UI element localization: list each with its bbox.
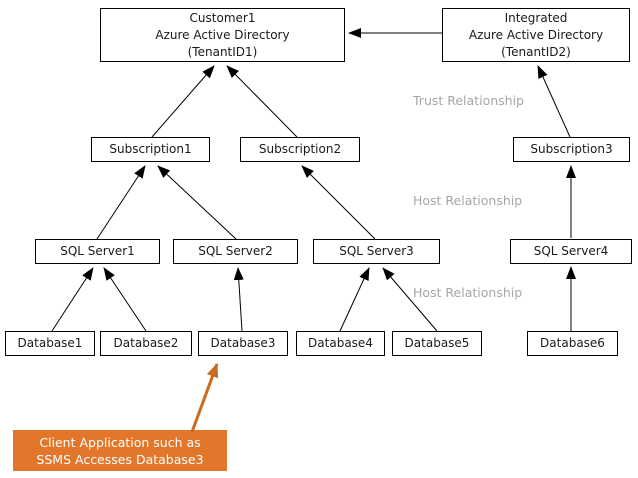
edge-database1-to-sql-server1 (51, 267, 94, 332)
host-relationship-label-lower: Host Relationship (413, 285, 523, 300)
node-line: (TenantID2) (501, 44, 571, 59)
node-sql-server3: SQL Server3 (313, 239, 440, 264)
node-subscription3: Subscription3 (513, 137, 630, 162)
node-line: Azure Active Directory (468, 27, 604, 42)
node-label: Subscription3 (530, 142, 613, 156)
node-line: (TenantID1) (187, 44, 258, 59)
trust-relationship-label: Trust Relationship (413, 93, 524, 108)
edge-database2-to-sql-server1 (103, 267, 147, 332)
node-label: SQL Server1 (60, 244, 135, 258)
callout-client-application: Client Application such as SSMS Accesses… (13, 430, 227, 471)
node-line: Azure Active Directory (155, 27, 290, 42)
edge-subscription3-to-integrated-aad (537, 65, 571, 138)
edge-sql-server3-to-subscription2 (301, 165, 376, 240)
edge-sql-server1-to-subscription1 (96, 165, 146, 240)
callout-line: Client Application such as (39, 434, 201, 450)
node-label: Subscription1 (109, 142, 192, 156)
node-line: Integrated (504, 10, 568, 25)
host-relationship-label-upper: Host Relationship (413, 193, 523, 208)
node-line: Customer1 (189, 10, 256, 25)
node-label: SQL Server4 (533, 244, 609, 258)
node-label: Database3 (210, 336, 276, 350)
node-label: Database2 (113, 336, 179, 350)
node-sql-server1: SQL Server1 (35, 239, 160, 264)
node-label: SQL Server2 (198, 244, 273, 258)
node-subscription1: Subscription1 (91, 137, 210, 162)
edge-database3-to-sql-server2 (233, 267, 244, 332)
node-database4: Database4 (296, 331, 385, 356)
node-subscription2: Subscription2 (240, 137, 360, 162)
node-database3: Database3 (198, 331, 288, 356)
node-label: Database6 (540, 336, 605, 350)
edge-subscription2-to-customer1-aad (226, 65, 298, 138)
node-database1: Database1 (5, 331, 95, 356)
node-database2: Database2 (100, 331, 192, 356)
node-label: Subscription2 (258, 142, 342, 156)
callout-arrow-to-database3 (190, 363, 219, 433)
node-label: Database1 (17, 336, 83, 350)
node-integrated-aad: Integrated Azure Active Directory (Tenan… (442, 8, 630, 62)
node-sql-server2: SQL Server2 (173, 239, 298, 264)
node-database6: Database6 (527, 331, 618, 356)
edge-database4-to-sql-server3 (339, 267, 370, 332)
node-database5: Database5 (392, 331, 482, 356)
node-customer1-aad: Customer1 Azure Active Directory (Tenant… (100, 8, 345, 62)
edge-subscription1-to-customer1-aad (151, 65, 215, 138)
node-label: SQL Server3 (339, 244, 414, 258)
edge-sql-server2-to-subscription1 (157, 165, 237, 240)
node-label: Database5 (404, 336, 470, 350)
callout-line: SSMS Accesses Database3 (36, 451, 204, 467)
node-sql-server4: SQL Server4 (510, 239, 632, 264)
node-label: Database4 (308, 336, 373, 350)
